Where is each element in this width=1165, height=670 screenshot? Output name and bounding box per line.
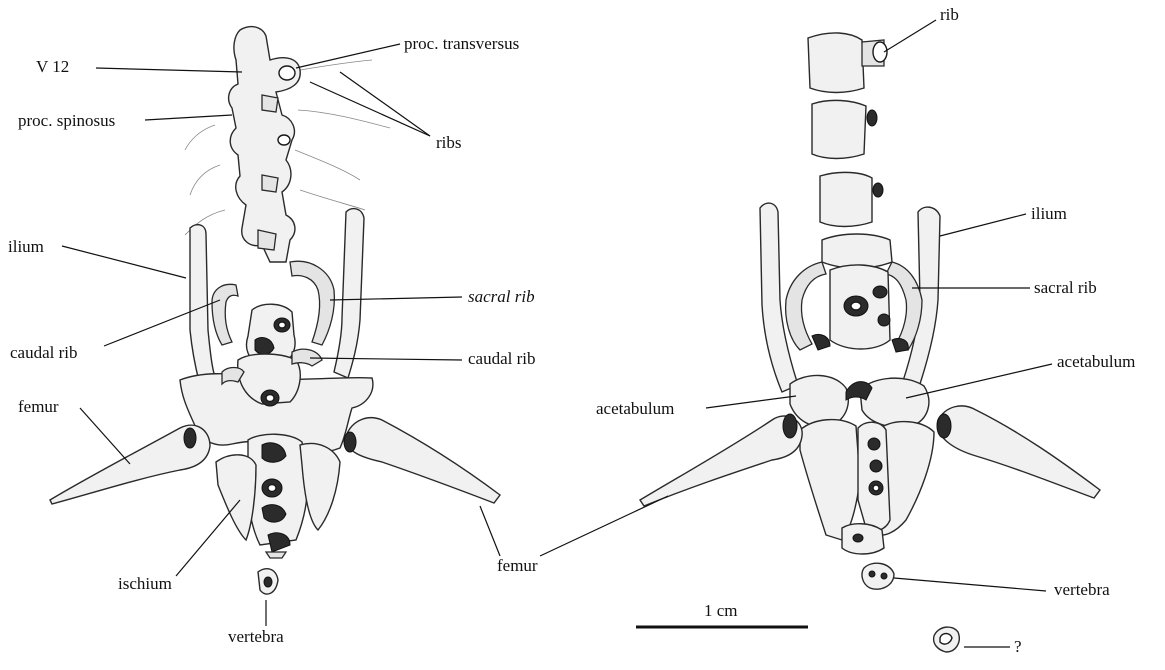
label-right-acetabulum: acetabulum <box>1057 353 1135 371</box>
left-femur-left-head <box>184 428 196 448</box>
left-specimen <box>50 27 500 594</box>
label-left-sacral-rib: sacral rib <box>468 288 535 306</box>
left-caudal-vertebrae <box>248 434 308 558</box>
left-caudal-rib-left <box>212 284 238 345</box>
label-femur-shared: femur <box>497 557 538 575</box>
label-right-caudal-rib: caudal rib <box>468 350 536 368</box>
left-femur-right <box>346 418 500 503</box>
label-left-caudal-rib: caudal rib <box>10 344 78 362</box>
scale-bar-label: 1 cm <box>704 602 738 620</box>
label-left-ilium: ilium <box>8 238 44 256</box>
label-proc-spinosus: proc. spinosus <box>18 112 115 130</box>
label-left-vertebra: vertebra <box>228 628 284 646</box>
right-isolated-vertebra <box>862 563 894 589</box>
label-ribs: ribs <box>436 134 462 152</box>
right-femur-right <box>938 406 1100 498</box>
right-acetabulum-left <box>790 375 848 426</box>
right-sacral-region <box>786 234 922 352</box>
label-right-ilium: ilium <box>1031 205 1067 223</box>
right-dorsal-vertebrae <box>808 33 887 227</box>
label-v12: V 12 <box>36 58 69 76</box>
right-pelvic-plate-left <box>800 420 860 540</box>
label-rib: rib <box>940 6 959 24</box>
left-ischium-right <box>300 444 340 530</box>
left-transverse-process-facet <box>279 66 295 80</box>
label-left-acetabulum: acetabulum <box>596 400 674 418</box>
label-right-vertebra: vertebra <box>1054 581 1110 599</box>
right-femur-left <box>640 416 802 506</box>
left-sacral-rib-right <box>290 261 334 345</box>
left-femur-right-head <box>344 432 356 452</box>
label-unknown: ? <box>1014 638 1022 656</box>
label-proc-transversus: proc. transversus <box>404 35 519 53</box>
left-vertebral-column <box>229 27 301 262</box>
left-ischium-left <box>216 455 256 540</box>
label-ischium: ischium <box>118 575 172 593</box>
right-specimen <box>640 33 1100 652</box>
left-ilium-right <box>334 209 364 378</box>
label-left-femur: femur <box>18 398 59 416</box>
label-right-sacral-rib: sacral rib <box>1034 279 1097 297</box>
